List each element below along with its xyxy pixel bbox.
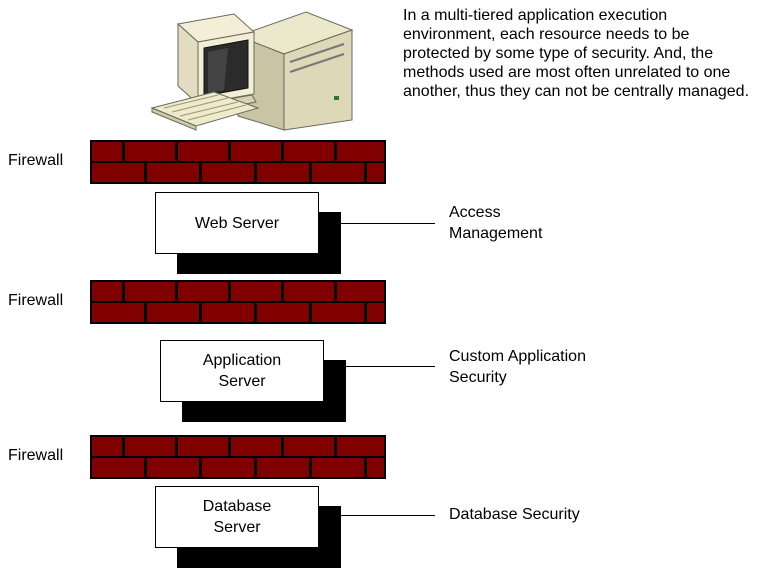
firewall-label: Firewall: [8, 152, 64, 169]
firewall-label: Firewall: [8, 447, 64, 464]
web-server-node: Web Server: [155, 192, 341, 274]
database-security-label: Database Security: [449, 506, 580, 523]
firewall-brick-wall-icon: [90, 140, 386, 184]
application-server-connector: [324, 366, 435, 367]
web-server-connector: [319, 223, 435, 224]
computer-workstation-icon: [150, 11, 354, 131]
firewall-brick-wall-icon: [90, 435, 386, 479]
web-server-box: Web Server: [155, 192, 319, 254]
web-server-label: Web Server: [194, 214, 280, 232]
firewall-brick-wall-icon: [90, 280, 386, 324]
firewall-label: Firewall: [8, 292, 64, 309]
database-server-connector: [319, 515, 435, 516]
intro-description: In a multi-tiered application execution …: [403, 7, 750, 100]
